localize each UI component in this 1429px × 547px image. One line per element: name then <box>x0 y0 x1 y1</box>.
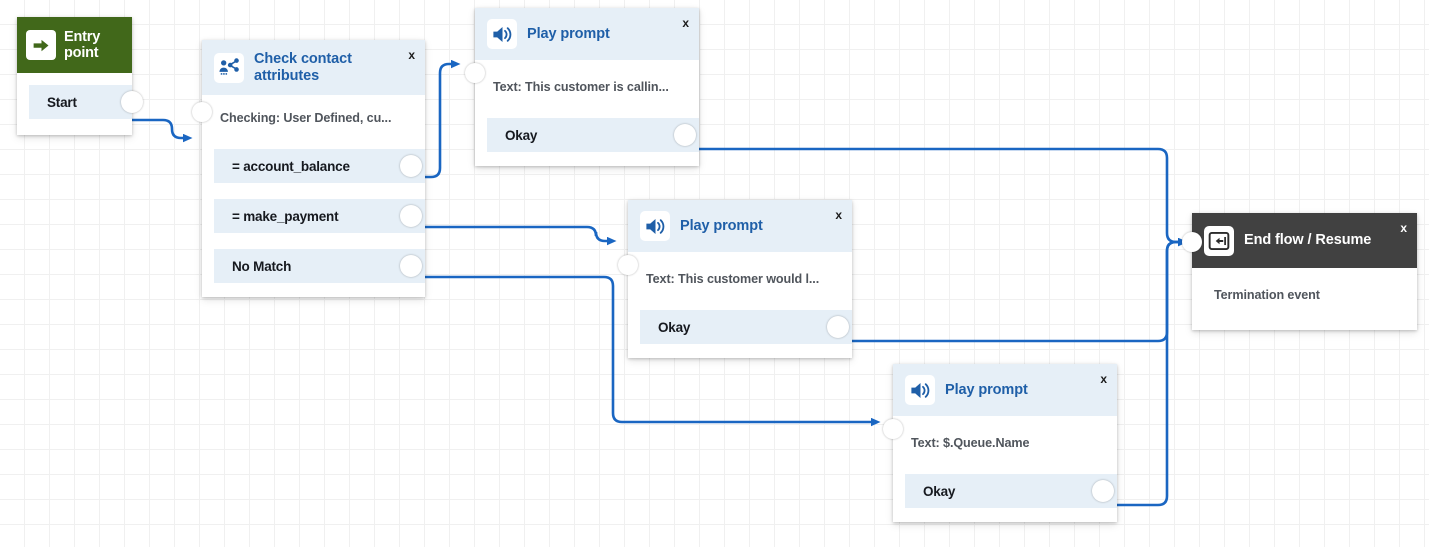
play-prompt-3-description: Text: $.Queue.Name <box>911 436 1030 450</box>
port-dot-account-balance[interactable] <box>400 155 422 178</box>
port-dot-okay-2[interactable] <box>827 316 849 338</box>
play-prompt-2-description: Text: This customer would l... <box>646 272 820 286</box>
end-flow-title: End flow / Resume <box>1244 232 1372 249</box>
entry-point-header: Entry point <box>17 17 132 73</box>
close-icon[interactable]: x <box>1400 221 1407 235</box>
wire-accountbalance-to-prompt1 <box>421 59 461 179</box>
play-prompt-1-header: Play prompt x <box>475 8 699 60</box>
port-row-no-match[interactable]: No Match <box>214 249 425 284</box>
port-dot-okay-3[interactable] <box>1092 480 1114 502</box>
play-prompt-1-ports: Okay <box>475 100 699 166</box>
play-prompt-2-header: Play prompt x <box>628 200 852 252</box>
port-dot-make-payment[interactable] <box>400 205 422 228</box>
input-dot-play-prompt-3[interactable] <box>883 419 903 439</box>
port-label-okay-2: Okay <box>658 319 691 335</box>
port-row-account-balance[interactable]: = account_balance <box>214 149 425 184</box>
port-row-okay-3[interactable]: Okay <box>905 474 1117 508</box>
port-label-start: Start <box>47 94 77 110</box>
end-flow-header: End flow / Resume x <box>1192 213 1417 268</box>
check-contact-attributes-title: Check contact attributes <box>254 51 352 84</box>
entry-point-title: Entry point <box>64 29 100 61</box>
close-icon[interactable]: x <box>682 16 689 30</box>
port-label-account-balance: = account_balance <box>232 158 350 174</box>
play-prompt-3-ports: Okay <box>893 456 1117 522</box>
speaker-icon <box>640 211 670 241</box>
port-row-start[interactable]: Start <box>29 85 143 119</box>
close-icon[interactable]: x <box>835 208 842 222</box>
play-prompt-3-title: Play prompt <box>945 381 1028 398</box>
port-row-make-payment[interactable]: = make_payment <box>214 199 425 234</box>
close-icon[interactable]: x <box>408 48 415 62</box>
play-prompt-1-title: Play prompt <box>527 25 610 42</box>
check-contact-attributes-ports: = account_balance = make_payment No Matc… <box>202 131 425 297</box>
wire-prompt3-to-endflow <box>1112 237 1188 507</box>
port-row-okay-2[interactable]: Okay <box>640 310 852 344</box>
input-dot-check-contact-attributes[interactable] <box>192 102 212 122</box>
input-dot-end-flow[interactable] <box>1182 232 1202 252</box>
play-prompt-2-ports: Okay <box>628 292 852 358</box>
port-dot-start[interactable] <box>121 91 143 113</box>
node-play-prompt-1[interactable]: Play prompt x Text: This customer is cal… <box>465 8 699 166</box>
node-play-prompt-3[interactable]: Play prompt x Text: $.Queue.Name Okay <box>883 364 1117 522</box>
port-label-okay-1: Okay <box>505 127 538 143</box>
contact-attributes-icon <box>214 52 244 83</box>
wire-makepayment-to-prompt2 <box>421 225 617 246</box>
node-check-contact-attributes[interactable]: Check contact attributes x Checking: Use… <box>192 40 425 298</box>
port-label-make-payment: = make_payment <box>232 208 339 224</box>
speaker-icon <box>487 19 517 49</box>
node-play-prompt-2[interactable]: Play prompt x Text: This customer would … <box>618 200 852 358</box>
arrow-right-in-box-icon <box>26 30 56 60</box>
port-dot-okay-1[interactable] <box>674 124 696 146</box>
port-spacer <box>202 233 425 249</box>
entry-title-line2: point <box>64 45 99 61</box>
play-prompt-2-title: Play prompt <box>680 217 763 234</box>
play-prompt-3-header: Play prompt x <box>893 364 1117 416</box>
port-dot-no-match[interactable] <box>400 255 422 278</box>
close-icon[interactable]: x <box>1100 372 1107 386</box>
node-end-flow[interactable]: End flow / Resume x Termination event <box>1182 213 1417 330</box>
end-flow-description: Termination event <box>1214 288 1320 302</box>
speaker-icon <box>905 375 935 405</box>
input-dot-play-prompt-1[interactable] <box>465 63 485 83</box>
input-dot-play-prompt-2[interactable] <box>618 255 638 275</box>
wire-prompt2-to-endflow <box>847 237 1188 343</box>
port-spacer <box>202 183 425 199</box>
node-entry-point[interactable]: Entry point Start <box>17 17 143 135</box>
wire-start-to-check <box>125 118 193 143</box>
port-row-okay-1[interactable]: Okay <box>487 118 699 152</box>
check-contact-attributes-header: Check contact attributes x <box>202 40 425 96</box>
port-label-no-match: No Match <box>232 258 292 274</box>
entry-point-body: Start <box>17 73 143 135</box>
port-label-okay-3: Okay <box>923 483 956 499</box>
entry-title-line1: Entry <box>64 28 101 45</box>
check-contact-attributes-description: Checking: User Defined, cu... <box>220 111 392 126</box>
play-prompt-1-description: Text: This customer is callin... <box>493 80 669 94</box>
end-flow-icon <box>1204 225 1234 256</box>
